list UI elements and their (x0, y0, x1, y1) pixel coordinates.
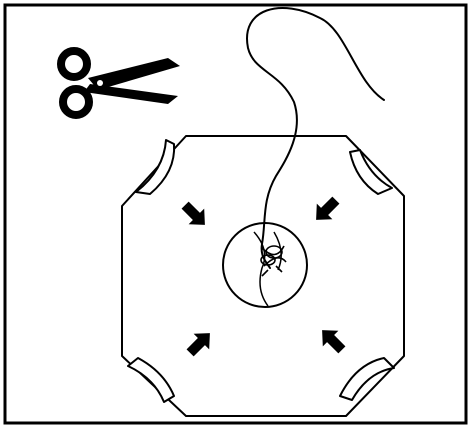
scissors-pivot (97, 80, 103, 86)
scissors-handle-lower (63, 89, 89, 115)
scissors-handle-upper (61, 51, 87, 77)
